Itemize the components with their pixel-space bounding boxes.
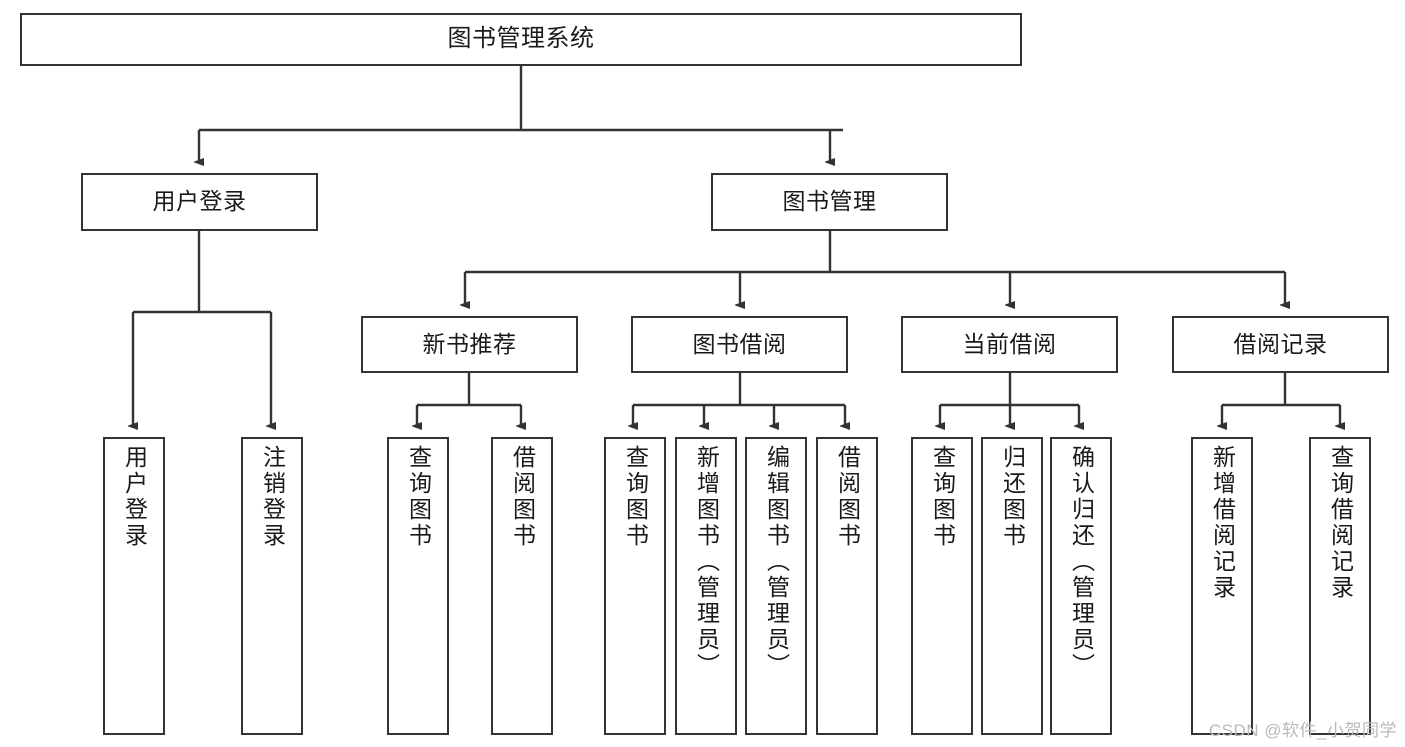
node-label: 注销登录 xyxy=(259,445,286,549)
node-user-login[interactable]: 用户登录 xyxy=(81,173,318,231)
node-label: 借阅记录 xyxy=(1233,330,1328,357)
node-new-book-recommend[interactable]: 新书推荐 xyxy=(361,316,578,373)
node-leaf-query-borrow-record[interactable]: 查询借阅记录 xyxy=(1309,437,1371,735)
node-label: 用户登录 xyxy=(121,445,148,549)
node-label: 借阅图书 xyxy=(509,445,536,549)
node-label: 新增借阅记录 xyxy=(1209,445,1236,601)
node-leaf-return-book[interactable]: 归还图书 xyxy=(981,437,1043,735)
node-label: 用户登录 xyxy=(152,188,247,215)
node-leaf-query-book-current[interactable]: 查询图书 xyxy=(911,437,973,735)
node-label: 新增图书（管理员） xyxy=(693,445,720,679)
node-leaf-user-login[interactable]: 用户登录 xyxy=(103,437,165,735)
node-label: 查询图书 xyxy=(405,445,432,549)
node-label: 图书管理系统 xyxy=(447,25,595,53)
node-leaf-confirm-return-admin[interactable]: 确认归还（管理员） xyxy=(1050,437,1112,735)
node-book-borrow[interactable]: 图书借阅 xyxy=(631,316,848,373)
node-label: 当前借阅 xyxy=(962,330,1057,357)
node-leaf-logout[interactable]: 注销登录 xyxy=(241,437,303,735)
node-label: 归还图书 xyxy=(999,445,1026,549)
node-leaf-add-borrow-record[interactable]: 新增借阅记录 xyxy=(1191,437,1253,735)
node-root-book-management-system[interactable]: 图书管理系统 xyxy=(20,13,1022,66)
watermark-text: CSDN @软件_小贺同学 xyxy=(1208,721,1397,740)
node-leaf-query-book[interactable]: 查询图书 xyxy=(604,437,666,735)
node-leaf-add-book-admin[interactable]: 新增图书（管理员） xyxy=(675,437,737,735)
node-leaf-borrow-book-recommend[interactable]: 借阅图书 xyxy=(491,437,553,735)
node-leaf-borrow-book[interactable]: 借阅图书 xyxy=(816,437,878,735)
node-label: 确认归还（管理员） xyxy=(1068,445,1095,679)
node-current-borrow[interactable]: 当前借阅 xyxy=(901,316,1118,373)
node-borrow-records[interactable]: 借阅记录 xyxy=(1172,316,1389,373)
node-label: 新书推荐 xyxy=(422,330,517,357)
node-label: 图书管理 xyxy=(782,188,877,215)
node-label: 借阅图书 xyxy=(834,445,861,549)
node-label: 编辑图书（管理员） xyxy=(763,445,790,679)
node-label: 查询图书 xyxy=(622,445,649,549)
node-leaf-query-book-recommend[interactable]: 查询图书 xyxy=(387,437,449,735)
node-label: 查询借阅记录 xyxy=(1327,445,1354,601)
node-book-management[interactable]: 图书管理 xyxy=(711,173,948,231)
node-label: 图书借阅 xyxy=(692,330,787,357)
node-label: 查询图书 xyxy=(929,445,956,549)
node-leaf-edit-book-admin[interactable]: 编辑图书（管理员） xyxy=(745,437,807,735)
